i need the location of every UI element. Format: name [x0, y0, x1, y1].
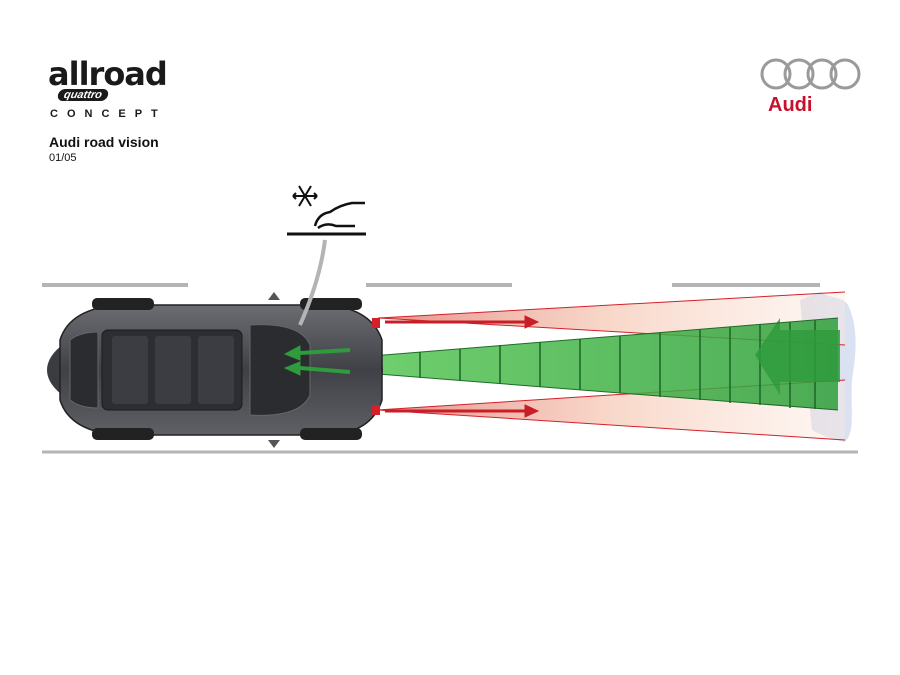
sensor-arrow-lower	[283, 361, 351, 376]
callout-line	[298, 239, 327, 326]
snowflake-slippery-road-icon	[287, 185, 366, 236]
audi-rings-logo-icon	[760, 58, 861, 90]
slide-number: 01/05	[49, 152, 77, 164]
sensor-arrow-upper	[283, 345, 351, 361]
audi-wordmark: Audi	[768, 94, 813, 116]
concept-label: CONCEPT	[50, 108, 167, 120]
slide-title: Audi road vision	[49, 134, 159, 150]
car-top-view	[47, 292, 383, 448]
radar-arrow-upper	[385, 315, 540, 329]
radar-arrow-lower	[385, 404, 540, 418]
allroad-logo-text: allroad	[48, 55, 168, 93]
road-lane-lines	[42, 283, 858, 454]
